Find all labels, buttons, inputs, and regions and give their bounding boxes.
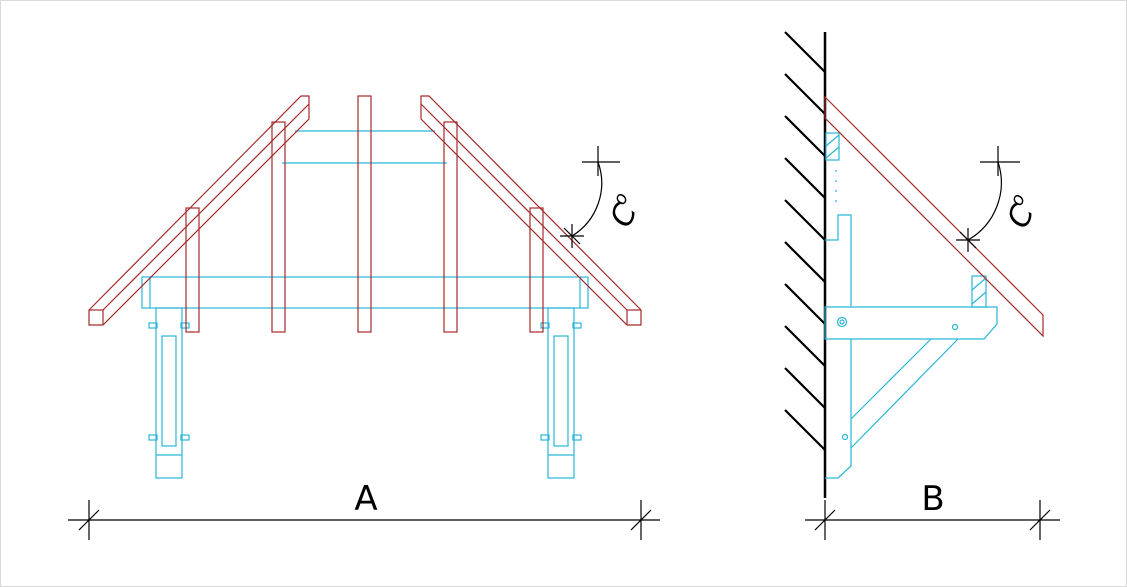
bracket-arm [824,306,998,340]
right-rafter [420,95,642,326]
angle-arc [571,161,603,237]
stud-1 [185,207,200,333]
wall-hatching [784,31,826,451]
main-beam [141,276,589,309]
dimension-line-a [68,500,660,540]
stud-2 [271,121,286,333]
side-angle-marker [956,146,1020,252]
left-rafter [88,95,310,326]
bracket-brace-upper [850,338,932,420]
stud-3 [357,95,372,333]
wall-bracket [824,132,998,479]
front-roof [88,95,642,333]
front-angle-marker [560,146,620,248]
stud-4 [443,121,458,333]
side-view-label: B [921,479,944,519]
side-angle-arc [967,161,1002,241]
side-view: C o B [784,31,1060,540]
front-view-label: A [354,479,377,519]
right-post [540,307,582,479]
dimension-line-b [805,500,1060,540]
upper-purlin [825,132,840,161]
left-post [148,307,190,479]
front-structure [141,130,589,479]
lower-purlin [971,275,987,308]
bracket-brace-lower [850,338,959,449]
stud-5 [529,207,544,333]
bolt [836,316,848,328]
bracket-vertical [825,214,852,307]
